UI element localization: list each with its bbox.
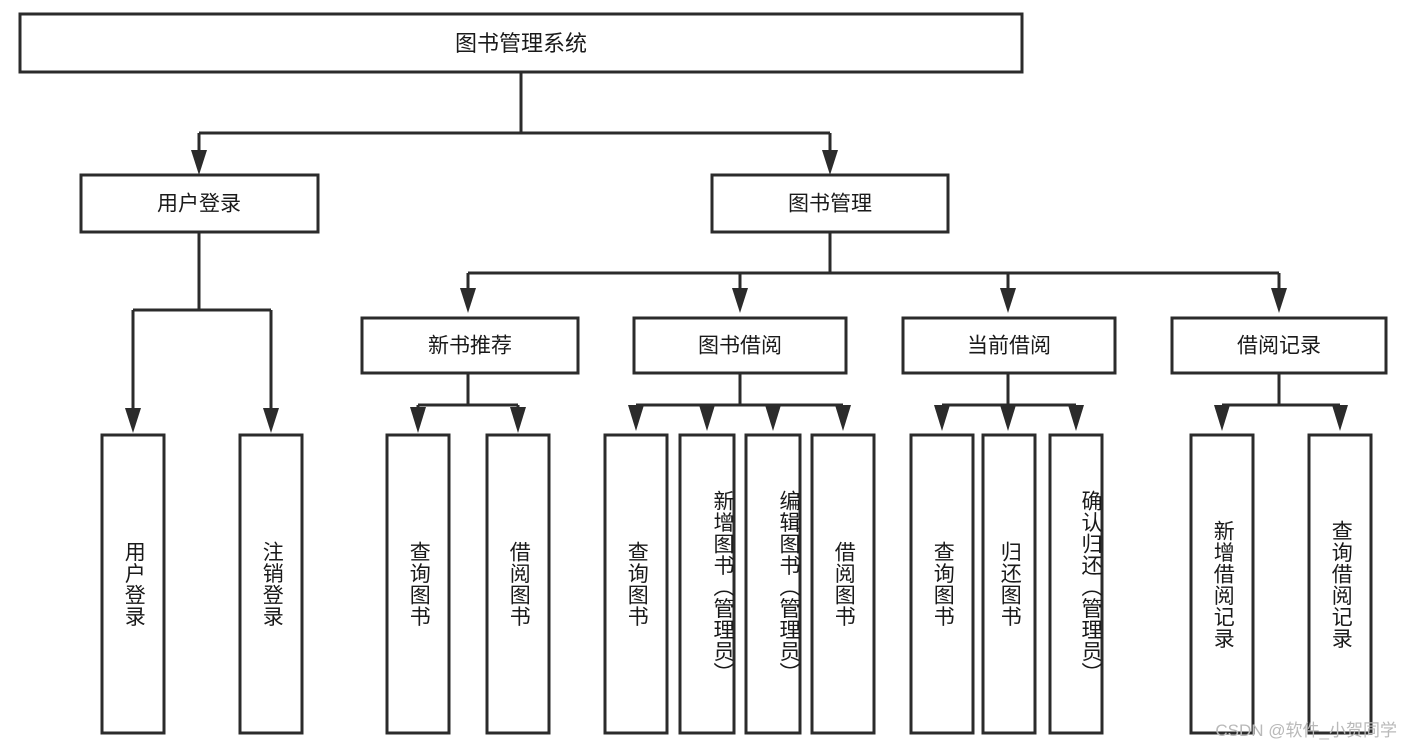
arrowhead-new-book-recommend: [460, 288, 476, 313]
leaf-rect-user-login[interactable]: [100, 433, 166, 735]
node-borrow-record-label: 借阅记录: [1237, 335, 1321, 358]
arrowhead-cb-return-book: [1000, 405, 1016, 431]
leaf-rect-cb-query-book[interactable]: [909, 433, 975, 735]
arrowhead-br-add-record: [1214, 405, 1230, 431]
connector-group-book-borrow: [628, 373, 851, 431]
node-current-borrow-label: 当前借阅: [967, 335, 1051, 358]
arrowhead-user-login: [191, 150, 207, 175]
arrowhead-nbr-query-book: [410, 407, 426, 433]
arrowhead-leaf-user-login: [125, 408, 141, 433]
node-user-login-rect[interactable]: [79, 173, 320, 234]
arrowhead-borrow-record: [1271, 288, 1287, 313]
node-book-management[interactable]: 图书管理: [710, 173, 950, 234]
node-new-book-recommend-label: 新书推荐: [428, 335, 512, 358]
node-book-borrow-label: 图书借阅: [698, 335, 782, 358]
arrowhead-nbr-borrow-book: [510, 407, 526, 433]
arrowhead-bb-add-book: [699, 405, 715, 431]
node-new-book-recommend[interactable]: 新书推荐: [360, 316, 580, 375]
arrowhead-bb-borrow-book: [835, 405, 851, 431]
arrowhead-current-borrow: [1000, 288, 1016, 313]
leaf-rect-nbr-borrow-book[interactable]: [485, 433, 551, 735]
node-book-borrow-rect[interactable]: [632, 316, 848, 375]
node-user-login-label: 用户登录: [157, 193, 241, 216]
node-current-borrow-rect[interactable]: [901, 316, 1117, 375]
connector-group-user-login: [125, 232, 279, 433]
node-root-rect[interactable]: [18, 12, 1024, 74]
leaf-rect-cb-return-book[interactable]: [981, 433, 1037, 735]
connector-group-borrow-record: [1214, 373, 1348, 431]
node-user-login[interactable]: 用户登录: [79, 173, 320, 234]
arrowhead-book-mgmt: [822, 150, 838, 175]
node-book-management-rect[interactable]: [710, 173, 950, 234]
connector-group-new-book-recommend: [410, 373, 526, 433]
leaf-rect-br-query-record[interactable]: [1307, 433, 1373, 735]
leaf-rect-bb-query-book[interactable]: [603, 433, 669, 735]
arrowhead-br-query-record: [1332, 405, 1348, 431]
connector-group-book-mgmt: [460, 232, 1287, 313]
leaf-rect-logout[interactable]: [238, 433, 304, 735]
watermark-text: CSDN @软件_小贺同学: [1215, 721, 1397, 740]
arrowhead-cb-confirm-return: [1068, 405, 1084, 431]
arrowhead-book-borrow: [732, 288, 748, 313]
leaf-rect-bb-add-book[interactable]: [678, 433, 736, 735]
node-book-borrow[interactable]: 图书借阅: [632, 316, 848, 375]
leaf-rect-nbr-query-book[interactable]: [385, 433, 451, 735]
arrowhead-bb-edit-book: [765, 405, 781, 431]
node-borrow-record[interactable]: 借阅记录: [1170, 316, 1388, 375]
leaf-rect-cb-confirm-return[interactable]: [1048, 433, 1104, 735]
node-book-management-label: 图书管理: [788, 193, 872, 216]
node-borrow-record-rect[interactable]: [1170, 316, 1388, 375]
node-root[interactable]: 图书管理系统: [18, 12, 1024, 74]
leaf-rect-bb-borrow-book[interactable]: [810, 433, 876, 735]
arrowhead-leaf-logout: [263, 408, 279, 433]
arrowhead-bb-query-book: [628, 405, 644, 431]
node-current-borrow[interactable]: 当前借阅: [901, 316, 1117, 375]
arrowhead-cb-query-book: [934, 405, 950, 431]
connector-group-current-borrow: [934, 373, 1084, 431]
leaf-rect-br-add-record[interactable]: [1189, 433, 1255, 735]
leaf-rect-bb-edit-book[interactable]: [744, 433, 802, 735]
connector-group-root: [191, 72, 838, 175]
node-new-book-recommend-rect[interactable]: [360, 316, 580, 375]
node-root-label: 图书管理系统: [455, 31, 587, 56]
